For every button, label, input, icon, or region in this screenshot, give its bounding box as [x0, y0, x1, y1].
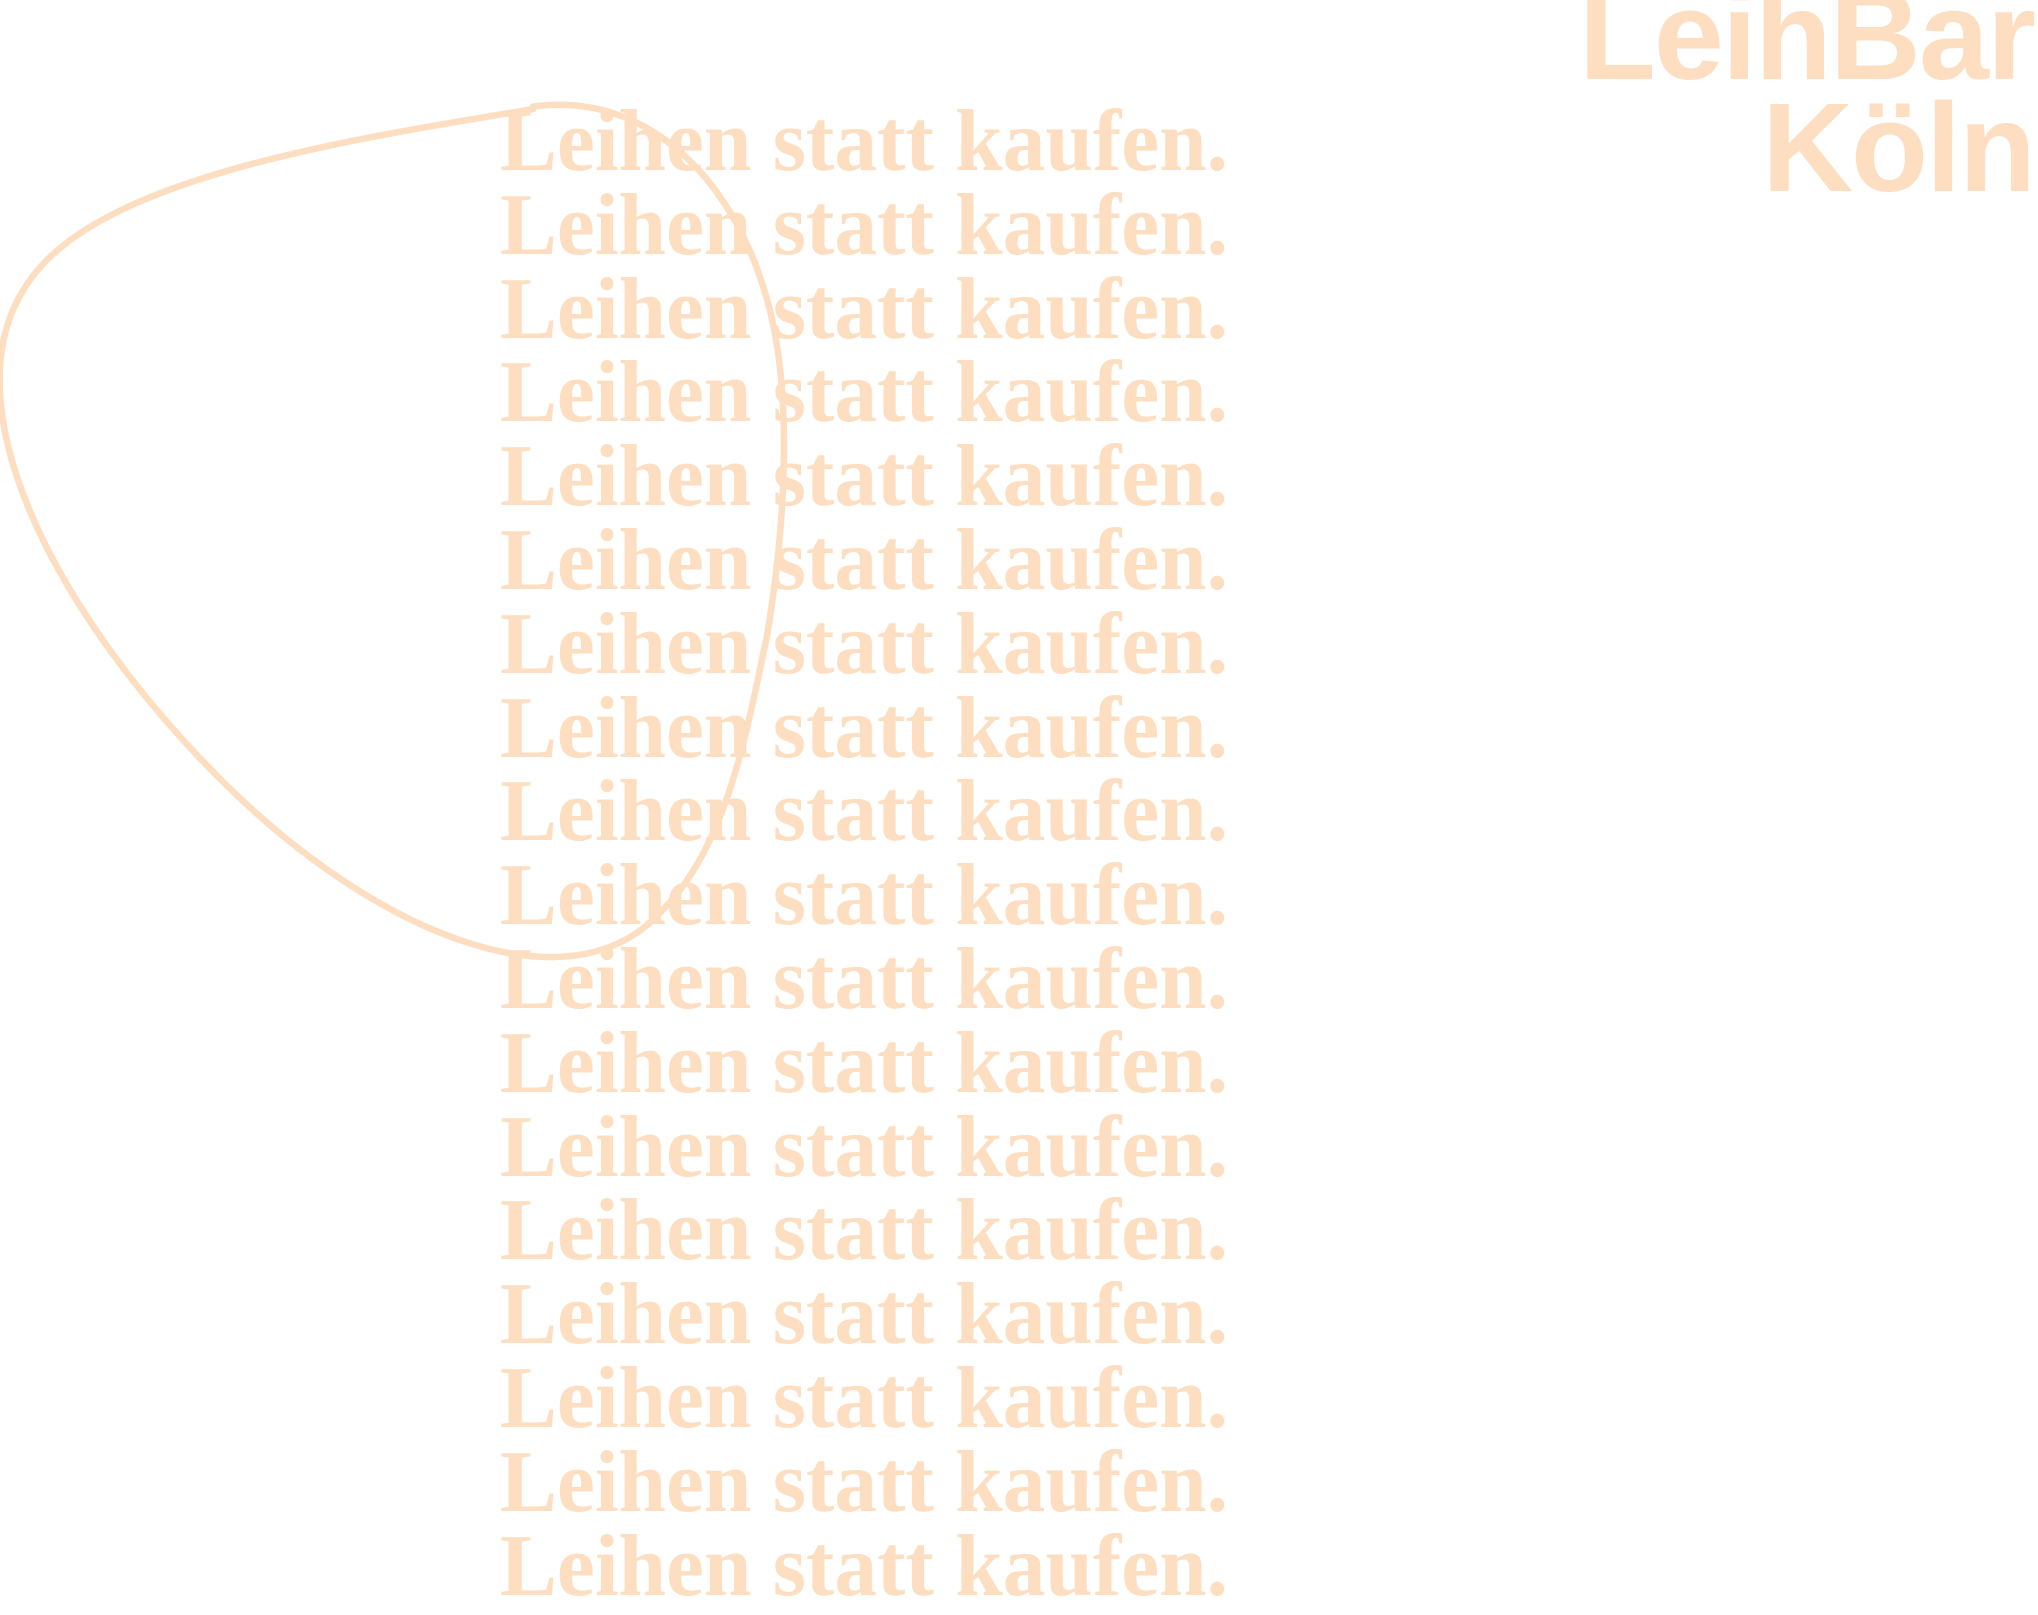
slogan-line: Leihen statt kaufen.	[500, 847, 1228, 945]
slogan-line: Leihen statt kaufen.	[500, 260, 1228, 358]
brand-city: Köln	[1762, 77, 2036, 218]
slogan-line: Leihen statt kaufen.	[500, 428, 1228, 526]
slogan-line: Leihen statt kaufen.	[500, 679, 1228, 777]
brand-logo: LeihBar Köln	[1578, 0, 2036, 218]
slogan-line: Leihen statt kaufen.	[500, 1266, 1228, 1364]
slogan-line: Leihen statt kaufen.	[500, 1182, 1228, 1280]
slogan-line: Leihen statt kaufen.	[500, 1517, 1228, 1615]
slogan-line: Leihen statt kaufen.	[500, 1349, 1228, 1447]
slogan-line: Leihen statt kaufen.	[500, 176, 1228, 274]
slogan-line: Leihen statt kaufen.	[500, 93, 1228, 190]
slogan-line: Leihen statt kaufen.	[500, 1098, 1228, 1196]
slogan-line: Leihen statt kaufen.	[500, 763, 1228, 861]
slogan-line: Leihen statt kaufen.	[500, 344, 1228, 442]
slogan-line: Leihen statt kaufen.	[500, 511, 1228, 609]
slogan-line: Leihen statt kaufen.	[500, 1433, 1228, 1531]
slogan-line: Leihen statt kaufen.	[500, 595, 1228, 693]
brand-name: LeihBar	[1578, 0, 2036, 106]
slogan-line: Leihen statt kaufen.	[500, 930, 1228, 1028]
slogan-line: Leihen statt kaufen.	[500, 1014, 1228, 1112]
slogan-repeated: Leihen statt kaufen.Leihen statt kaufen.…	[500, 93, 1251, 1615]
